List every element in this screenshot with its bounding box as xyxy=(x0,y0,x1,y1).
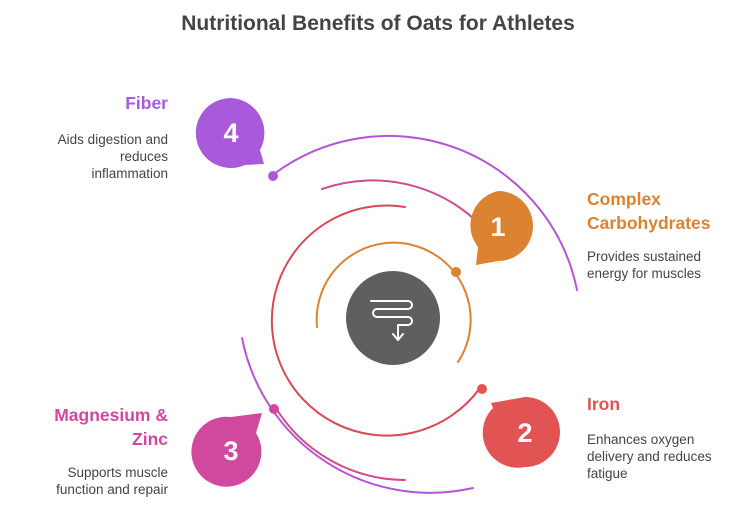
heading-line: Complex xyxy=(587,189,661,209)
heading-line: Iron xyxy=(587,394,621,414)
dot-fiber xyxy=(268,171,278,181)
desc-line: energy for muscles xyxy=(587,266,702,281)
desc-line: inflammation xyxy=(91,166,168,181)
heading-fiber: Fiber xyxy=(125,91,168,115)
badge-number: 3 xyxy=(223,436,238,466)
heading-line: Carbohydrates xyxy=(587,213,711,233)
badge-fiber: 4 xyxy=(195,97,265,168)
heading-line: Zinc xyxy=(132,429,168,449)
dot-iron xyxy=(477,384,487,394)
heading-line: Fiber xyxy=(125,93,168,113)
heading-magnesium-zinc: Magnesium & Zinc xyxy=(54,403,168,451)
connector-dots xyxy=(268,171,487,414)
badge-shape xyxy=(482,397,560,468)
desc-fiber: Aids digestion and reduces inflammation xyxy=(58,131,168,182)
desc-magnesium-zinc: Supports muscle function and repair xyxy=(56,464,168,498)
heading-iron: Iron xyxy=(587,392,620,416)
ring-fiber-bottom xyxy=(241,337,474,494)
ring-carbohydrates xyxy=(315,241,472,363)
page-title: Nutritional Benefits of Oats for Athlete… xyxy=(181,12,575,35)
desc-line: delivery and reduces xyxy=(587,449,712,464)
center-hub xyxy=(346,271,440,365)
rings xyxy=(241,134,578,494)
badge-magnesium: 3 xyxy=(191,413,262,487)
ring-magnesium-inner xyxy=(321,179,494,240)
dot-carbohydrates xyxy=(451,267,461,277)
desc-line: Supports muscle xyxy=(67,465,168,480)
heading-line: Magnesium & xyxy=(54,405,168,425)
ring-fiber-top xyxy=(273,134,578,291)
heading-complex-carbohydrates: Complex Carbohydrates xyxy=(587,187,711,235)
badge-shape xyxy=(195,97,265,168)
desc-line: fatigue xyxy=(587,466,628,481)
badge-number: 2 xyxy=(517,418,532,448)
dot-magnesium xyxy=(269,404,279,414)
desc-line: Provides sustained xyxy=(587,249,702,264)
desc-line: Aids digestion and xyxy=(57,132,168,147)
badge-shape xyxy=(470,191,533,265)
badge-number: 1 xyxy=(490,212,505,242)
desc-line: Enhances oxygen xyxy=(587,432,695,447)
intestine-icon xyxy=(370,300,413,341)
desc-iron: Enhances oxygen delivery and reduces fat… xyxy=(587,431,712,482)
badge-carbohydrates: 1 xyxy=(470,191,533,265)
badge-iron: 2 xyxy=(482,397,560,468)
badge-shape xyxy=(191,413,262,487)
ring-magnesium-outer xyxy=(273,404,406,481)
badge-number: 4 xyxy=(223,118,238,148)
desc-line: function and repair xyxy=(56,482,168,497)
desc-complex-carbohydrates: Provides sustained energy for muscles xyxy=(587,248,701,282)
desc-line: reduces xyxy=(119,149,168,164)
ring-iron xyxy=(270,204,481,437)
